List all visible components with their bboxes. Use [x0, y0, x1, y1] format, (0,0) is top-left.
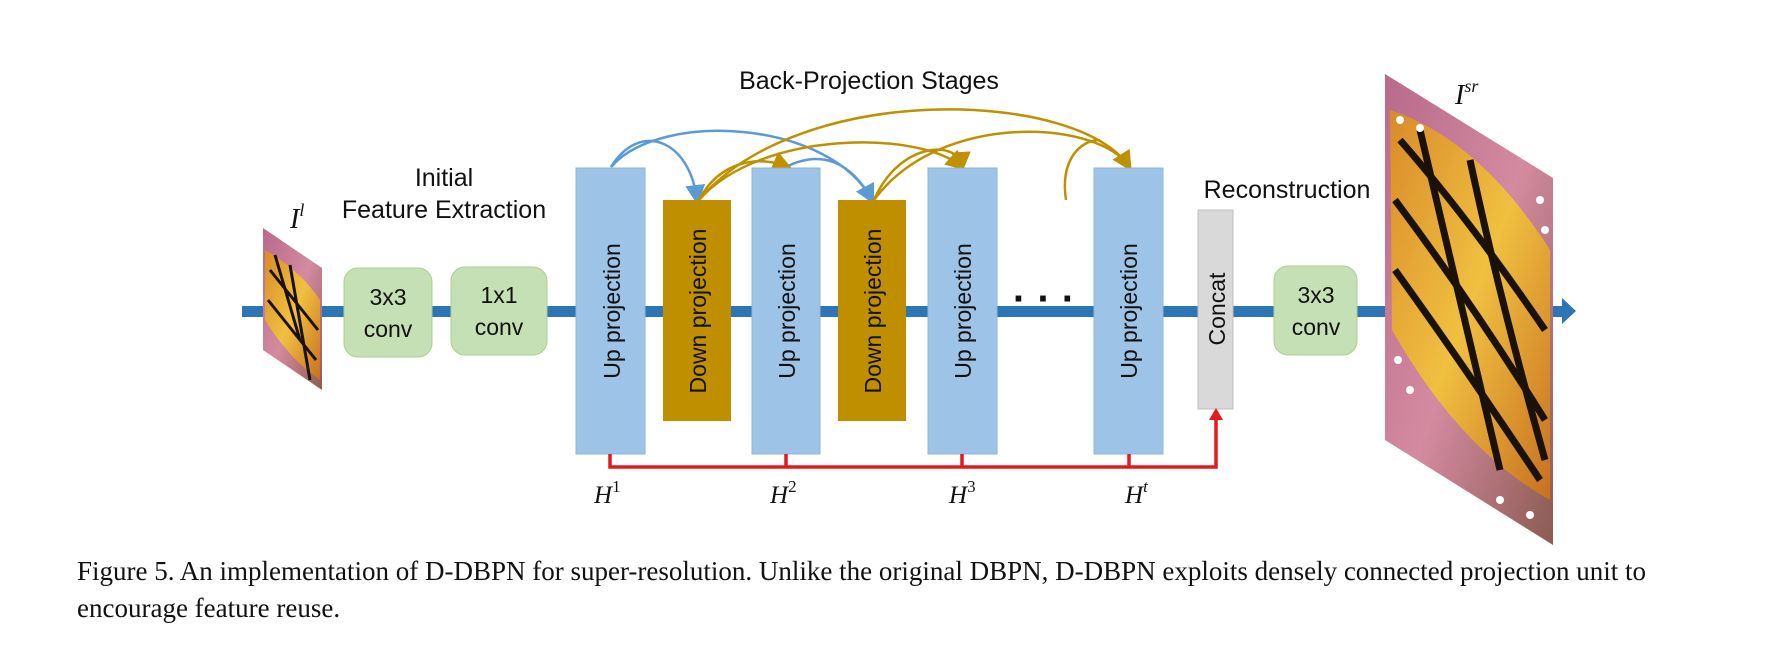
stages-title: Back-Projection Stages	[739, 67, 999, 95]
input-image-label: Il	[289, 200, 304, 235]
skip-arrow-blue	[610, 129, 875, 205]
svg-text:Down projection: Down projection	[860, 229, 886, 394]
svg-text:Down projection: Down projection	[685, 229, 711, 394]
up-projection-block-t: Up projection	[1093, 167, 1164, 455]
down-projection-block-2: Down projection	[838, 200, 906, 421]
figure-caption: Figure 5. An implementation of D-DBPN fo…	[77, 556, 1646, 623]
skip-arrow-gold	[872, 148, 971, 201]
reconstruction-conv-block: 3x3 conv	[1273, 265, 1358, 356]
concat-arrowhead	[1209, 408, 1223, 420]
up-projection-block-3: Up projection	[927, 167, 998, 455]
initial-label-line1: Initial	[415, 164, 473, 192]
svg-text:conv: conv	[1292, 314, 1341, 340]
svg-text:Up projection: Up projection	[599, 243, 625, 379]
hidden-state-connections	[608, 408, 1223, 469]
conv-block-3x3: 3x3 conv	[343, 267, 433, 358]
h-label-t: Ht	[1124, 477, 1149, 509]
svg-text:3x3: 3x3	[1297, 282, 1334, 308]
concat-block: Concat	[1197, 209, 1234, 410]
skip-arrow-gold	[1063, 138, 1101, 201]
skip-arrow-blue	[785, 157, 875, 205]
svg-text:conv: conv	[475, 314, 524, 340]
input-image	[263, 228, 322, 390]
up-projection-block-2: Up projection	[751, 167, 821, 455]
output-image-label: Isr	[1454, 76, 1479, 111]
initial-label-line2: Feature Extraction	[342, 196, 546, 224]
conv-block-1x1: 1x1 conv	[450, 266, 548, 356]
skip-arrow-blue	[609, 139, 706, 205]
svg-text:1x1: 1x1	[480, 282, 517, 308]
skip-arrow-gold	[698, 141, 966, 201]
h-label-3: H3	[948, 477, 976, 509]
skip-arrow-gold	[872, 130, 1132, 201]
reconstruction-label: Reconstruction	[1204, 176, 1371, 204]
ellipsis: · · ·	[1013, 277, 1075, 321]
svg-text:3x3: 3x3	[369, 284, 406, 310]
down-projection-block-1: Down projection	[663, 200, 731, 421]
output-image	[1385, 74, 1553, 545]
up-projection-block-1: Up projection	[575, 167, 646, 455]
main-flow-line	[242, 298, 1576, 324]
dense-skip-connections	[609, 108, 1132, 205]
output-arrowhead	[1562, 298, 1576, 324]
h-label-1: H1	[593, 477, 621, 509]
svg-text:Up projection: Up projection	[1116, 243, 1142, 379]
svg-text:Up projection: Up projection	[774, 243, 800, 379]
d-dbpn-diagram: Il Initial Feature Extraction Back-Proje…	[242, 67, 1576, 545]
svg-text:Up projection: Up projection	[950, 243, 976, 379]
svg-text:conv: conv	[364, 316, 413, 342]
svg-text:Concat: Concat	[1204, 272, 1230, 345]
h-label-2: H2	[769, 477, 797, 509]
